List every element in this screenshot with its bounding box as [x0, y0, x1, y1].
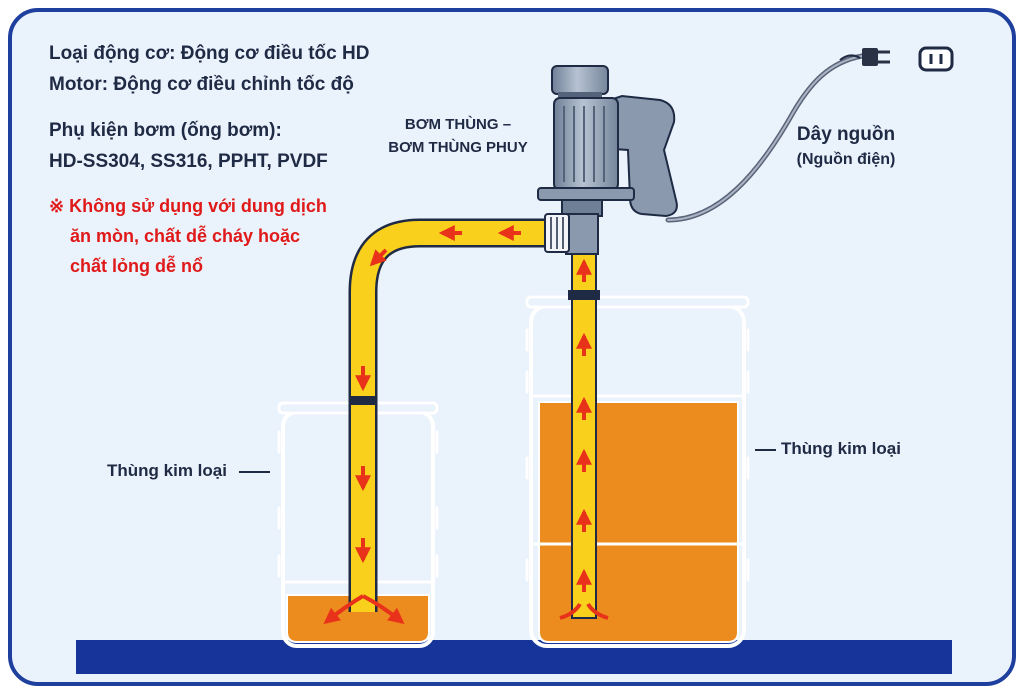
discharge-hose	[348, 218, 549, 612]
pump-head	[565, 213, 599, 255]
frame	[8, 8, 1016, 686]
drum-pump	[537, 53, 865, 255]
left-drum-liquid	[286, 594, 430, 643]
motor-cap	[551, 65, 609, 95]
motor-type-text: Loại động cơ: Động cơ điều tốc HD	[49, 43, 370, 64]
floor	[76, 640, 952, 674]
pump-label: BƠM THÙNG – BƠM THÙNG PHUY	[388, 113, 528, 159]
power-cord-label: Dây nguồn (Nguồn điện)	[786, 122, 906, 172]
power-source-text: (Nguồn điện)	[796, 151, 896, 168]
right-drum-label: Thùng kim loại	[781, 439, 901, 458]
right-drum-liquid	[538, 401, 739, 643]
warning-line-1: ※ Không sử dụng với dung dịch	[49, 196, 327, 216]
suction-tube	[568, 251, 600, 619]
warning-line-3: chất lỏng dễ nổ	[70, 256, 203, 276]
power-plug-icon	[839, 48, 890, 66]
accessory-heading: Phụ kiện bơm (ống bơm):	[49, 120, 282, 141]
power-outlet-icon	[918, 46, 954, 72]
power-cord-text: Dây nguồn	[796, 124, 896, 145]
flow-arrows	[323, 225, 609, 624]
warning-line-2: ăn mòn, chất dễ cháy hoặc	[70, 226, 301, 246]
accessory-models: HD-SS304, SS316, PPHT, PVDF	[49, 151, 328, 172]
pump-label-line-2: BƠM THÙNG PHUY	[388, 139, 528, 156]
pump-label-line-1: BƠM THÙNG –	[404, 116, 512, 133]
motor-flange	[537, 187, 635, 201]
motor-text: Motor: Động cơ điều chỉnh tốc độ	[49, 74, 354, 95]
left-drum-label: Thùng kim loại	[107, 461, 227, 480]
